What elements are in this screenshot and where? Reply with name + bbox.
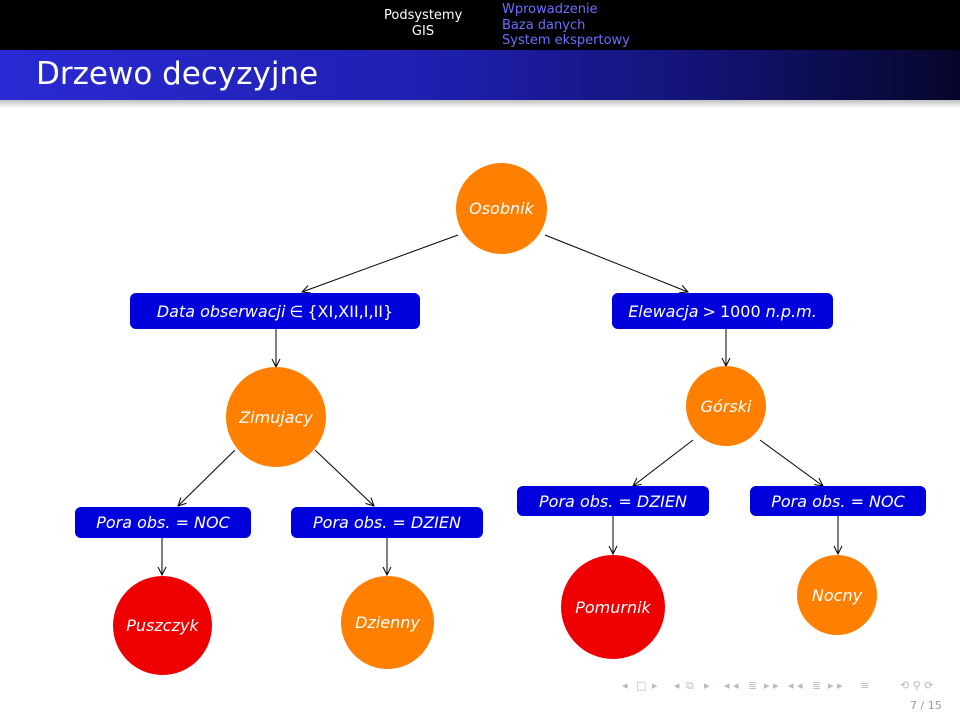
test-right-unit: n.p.m. bbox=[765, 301, 817, 321]
nav-search-icon[interactable]: ⟲ ⚲ ⟳ bbox=[900, 679, 934, 692]
nav-next-section-icon[interactable]: ▸ ▸ bbox=[764, 679, 779, 692]
edge-gorski-to-test-3 bbox=[633, 439, 694, 486]
test-right-value: 1000 bbox=[719, 301, 761, 321]
nav-prev-doc-icon[interactable]: ◂ ◂ bbox=[788, 679, 803, 692]
subsection-link-baza-danych[interactable]: Baza danych bbox=[502, 17, 586, 33]
node-gorski-label: Górski bbox=[700, 396, 752, 416]
leaf-test-2-label: Pora obs. = DZIEN bbox=[313, 513, 461, 532]
node-gorski: Górski bbox=[686, 366, 766, 446]
edge-root-to-test-left bbox=[302, 234, 459, 292]
leaf-test-4: Pora obs. = NOC bbox=[750, 486, 926, 516]
leaf-puszczyk: Puszczyk bbox=[113, 576, 212, 675]
title-shadow bbox=[0, 100, 960, 108]
leaf-test-4-label: Pora obs. = NOC bbox=[771, 491, 905, 511]
test-left-symbol: ∈ bbox=[289, 301, 304, 321]
test-right-symbol: > bbox=[702, 301, 716, 321]
leaf-pomurnik: Pomurnik bbox=[561, 555, 665, 659]
subsection-link-gis[interactable]: GIS bbox=[411, 24, 435, 39]
nav-next-frame-icon[interactable]: ▸ bbox=[652, 679, 658, 692]
top-navigation-bar: Podsystemy GIS Wprowadzenie Baza danych … bbox=[0, 0, 960, 50]
leaf-dzienny-label: Dzienny bbox=[355, 613, 420, 632]
leaf-pomurnik-label: Pomurnik bbox=[575, 597, 651, 617]
nav-section-icon[interactable]: ≣ bbox=[748, 679, 758, 692]
node-zimujacy-label: Zimujacy bbox=[239, 407, 313, 427]
nav-toc-icon[interactable]: ≡ bbox=[860, 679, 870, 692]
nav-prev-frame-icon[interactable]: ◂ bbox=[622, 679, 628, 692]
leaf-test-3-label: Pora obs. = DZIEN bbox=[539, 491, 687, 511]
page-number: 7 / 15 bbox=[910, 699, 942, 712]
leaf-puszczyk-label: Puszczyk bbox=[126, 616, 199, 635]
test-left-value: {XI,XII,I,II} bbox=[307, 301, 394, 321]
page-title: Drzewo decyzyjne bbox=[36, 56, 319, 92]
leaf-test-2: Pora obs. = DZIEN bbox=[291, 507, 483, 538]
leaf-nocny: Nocny bbox=[797, 555, 877, 635]
edge-zimujacy-to-test-2 bbox=[314, 449, 374, 506]
leaf-test-1: Pora obs. = NOC bbox=[75, 507, 251, 538]
beamer-navigation: ◂ □ ▸ ◂ ⧉ ▸ ◂ ◂ ≣ ▸ ▸ ◂ ◂ ≣ ▸ ▸ ≡ ⟲ ⚲ ⟳ bbox=[620, 679, 950, 695]
subsection-link-wprowadzenie[interactable]: Wprowadzenie bbox=[502, 2, 598, 17]
title-bar: Drzewo decyzyjne bbox=[0, 50, 960, 100]
leaf-nocny-label: Nocny bbox=[811, 585, 863, 605]
node-zimujacy: Zimujacy bbox=[226, 367, 326, 467]
test-node-right: Elewacja > 1000 n.p.m. bbox=[612, 293, 833, 329]
leaf-test-1-label: Pora obs. = NOC bbox=[96, 513, 230, 532]
root-node: Osobnik bbox=[456, 163, 547, 254]
nav-prev-subsection-icon[interactable]: ◂ bbox=[674, 679, 680, 692]
nav-prev-section-icon[interactable]: ◂ ◂ bbox=[724, 679, 739, 692]
subsection-nav: Wprowadzenie Baza danych System eksperto… bbox=[502, 2, 630, 49]
test-node-left: Data obserwacji ∈ {XI,XII,I,II} bbox=[130, 293, 420, 329]
edge-zimujacy-to-test-1 bbox=[178, 449, 236, 506]
nav-next-doc-icon[interactable]: ▸ ▸ bbox=[828, 679, 843, 692]
root-node-label: Osobnik bbox=[469, 199, 534, 218]
test-right-label: Elewacja bbox=[628, 301, 699, 321]
edge-root-to-test-right bbox=[544, 234, 688, 292]
nav-subsection-icon[interactable]: ⧉ bbox=[686, 679, 694, 692]
subsection-link-system-ekspertowy[interactable]: System ekspertowy bbox=[502, 33, 630, 48]
test-left-label: Data obserwacji bbox=[156, 301, 286, 321]
section-link-podsystemy[interactable]: Podsystemy bbox=[384, 8, 463, 23]
section-nav: Podsystemy GIS bbox=[384, 8, 462, 40]
edge-gorski-to-test-4 bbox=[759, 439, 823, 486]
nav-frame-icon[interactable]: □ bbox=[636, 679, 647, 692]
leaf-dzienny: Dzienny bbox=[341, 576, 434, 669]
leaf-test-3: Pora obs. = DZIEN bbox=[517, 486, 709, 516]
nav-next-subsection-icon[interactable]: ▸ bbox=[704, 679, 710, 692]
nav-doc-icon[interactable]: ≣ bbox=[812, 679, 822, 692]
